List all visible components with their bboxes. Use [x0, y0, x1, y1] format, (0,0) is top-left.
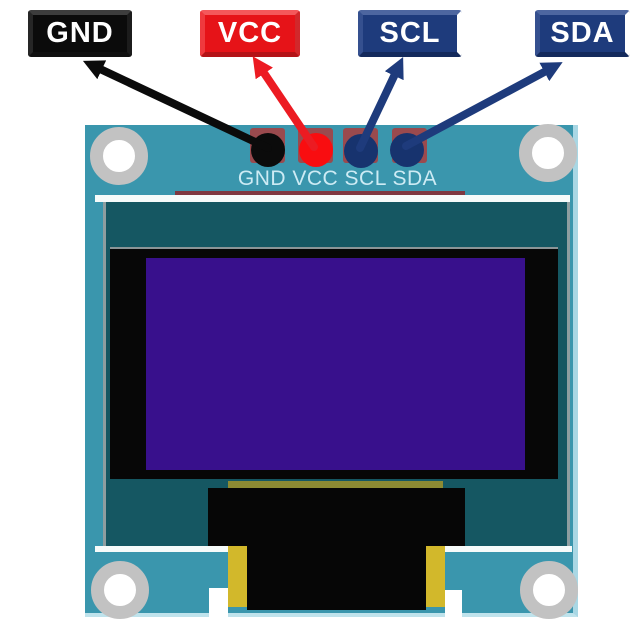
mounting-hole-bottom-right [520, 561, 578, 619]
mounting-hole-bottom-left [91, 561, 149, 619]
display-top-edge-line [175, 191, 465, 195]
connector-tab-right [426, 546, 445, 607]
oled-screen [146, 258, 525, 470]
connector-body-lower [247, 546, 426, 610]
callout-label-vcc: VCC [200, 10, 300, 57]
pin-dot-scl [344, 134, 378, 168]
callout-label-scl: SCL [358, 10, 462, 57]
pin-dot-vcc [299, 133, 333, 167]
board-notch-right [445, 590, 462, 617]
connector-tab-left [228, 546, 247, 607]
callout-label-sda: SDA [535, 10, 630, 57]
glass-top-highlight [95, 195, 570, 202]
flex-cable [228, 481, 443, 489]
callout-label-gnd: GND [28, 10, 132, 57]
pin-dot-gnd [251, 133, 285, 167]
pin-dot-sda [390, 133, 424, 167]
oled-module-pcb: GND VCC SCL SDA [85, 124, 578, 619]
board-notch-left [209, 588, 228, 617]
mounting-hole-top-right [519, 124, 577, 182]
mounting-hole-top-left [90, 127, 148, 185]
silkscreen-pin-labels: GND VCC SCL SDA [237, 167, 438, 190]
connector-body-upper [208, 488, 465, 546]
